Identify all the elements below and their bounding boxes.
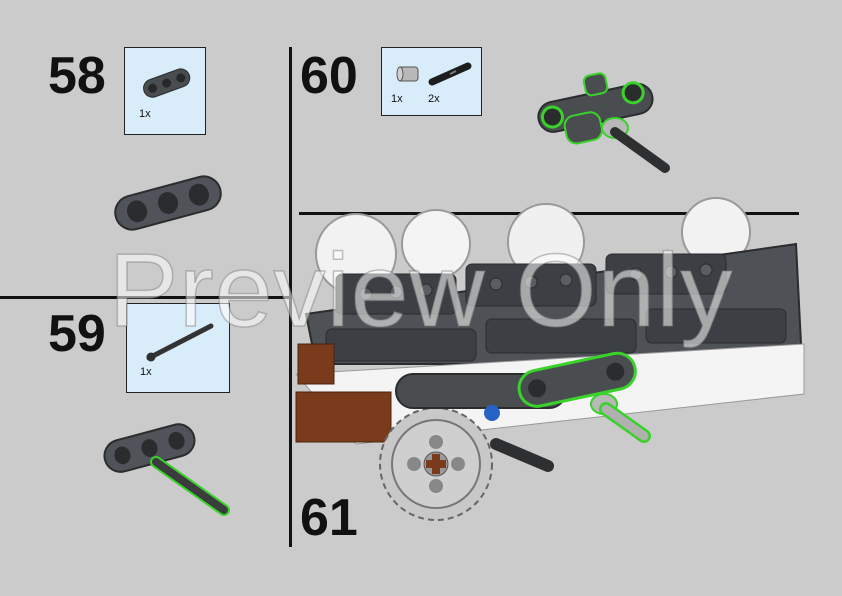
step-59-parts-callout: 1x	[126, 303, 230, 393]
step-59-number: 59	[48, 305, 106, 363]
step-60-parts-callout: 1x 2x	[381, 47, 482, 116]
step-61-chassis-assembly	[294, 197, 805, 521]
step-58-59-divider	[0, 296, 291, 299]
bush-icon	[396, 66, 419, 82]
step-58-parts-callout: 1x	[124, 47, 206, 135]
step-58-part-qty: 1x	[139, 108, 151, 120]
axle-pin-icon	[146, 323, 214, 362]
step-60-sub-assembly	[537, 72, 670, 173]
liftarm-3-icon	[143, 68, 191, 98]
step-60-part-2-qty: 2x	[428, 93, 440, 105]
connector-peg-icon	[428, 62, 472, 86]
step-61-number: 61	[300, 489, 358, 547]
step-59-part-qty: 1x	[140, 366, 152, 378]
step-60-part-1-qty: 1x	[391, 93, 403, 105]
step-60-number: 60	[300, 47, 358, 105]
step-58-liftarm-assembly	[114, 175, 222, 231]
step-59-liftarm-with-axle	[103, 423, 230, 516]
step-58-number: 58	[48, 47, 106, 105]
